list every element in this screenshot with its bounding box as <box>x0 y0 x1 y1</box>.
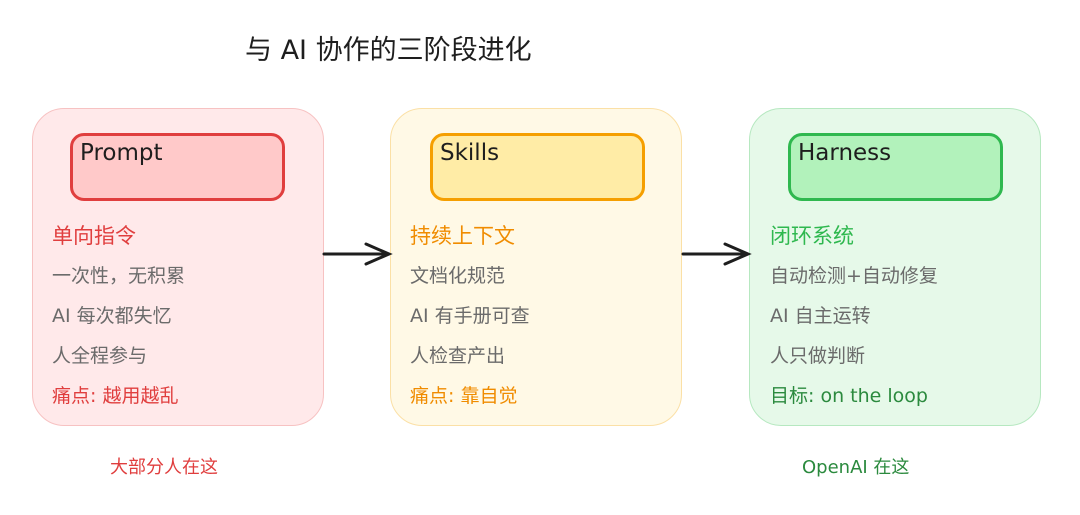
prompt-point: 人全程参与 <box>52 345 148 367</box>
skills-point: 文档化规范 <box>410 265 506 287</box>
harness-point: 人只做判断 <box>770 345 866 367</box>
harness-point: 自动检测+自动修复 <box>770 265 938 287</box>
harness-footer: OpenAI 在这 <box>802 457 910 478</box>
skills-header: Skills <box>430 133 645 201</box>
harness-header: Harness <box>788 133 1003 201</box>
skills-heading: 持续上下文 <box>410 224 515 248</box>
skills-note: 痛点: 靠自觉 <box>410 385 518 407</box>
harness-heading: 闭环系统 <box>770 224 854 248</box>
arrow-skills-to-harness <box>681 242 752 266</box>
prompt-footer: 大部分人在这 <box>110 457 218 478</box>
prompt-note: 痛点: 越用越乱 <box>52 385 179 407</box>
arrow-prompt-to-skills <box>322 242 393 266</box>
prompt-header: Prompt <box>70 133 285 201</box>
skills-point: 人检查产出 <box>410 345 506 367</box>
prompt-point: AI 每次都失忆 <box>52 305 172 327</box>
harness-point: AI 自主运转 <box>770 305 871 327</box>
skills-point: AI 有手册可查 <box>410 305 530 327</box>
diagram-title: 与 AI 协作的三阶段进化 <box>245 35 532 66</box>
harness-note: 目标: on the loop <box>770 385 928 407</box>
prompt-heading: 单向指令 <box>52 224 136 248</box>
prompt-point: 一次性，无积累 <box>52 265 186 287</box>
